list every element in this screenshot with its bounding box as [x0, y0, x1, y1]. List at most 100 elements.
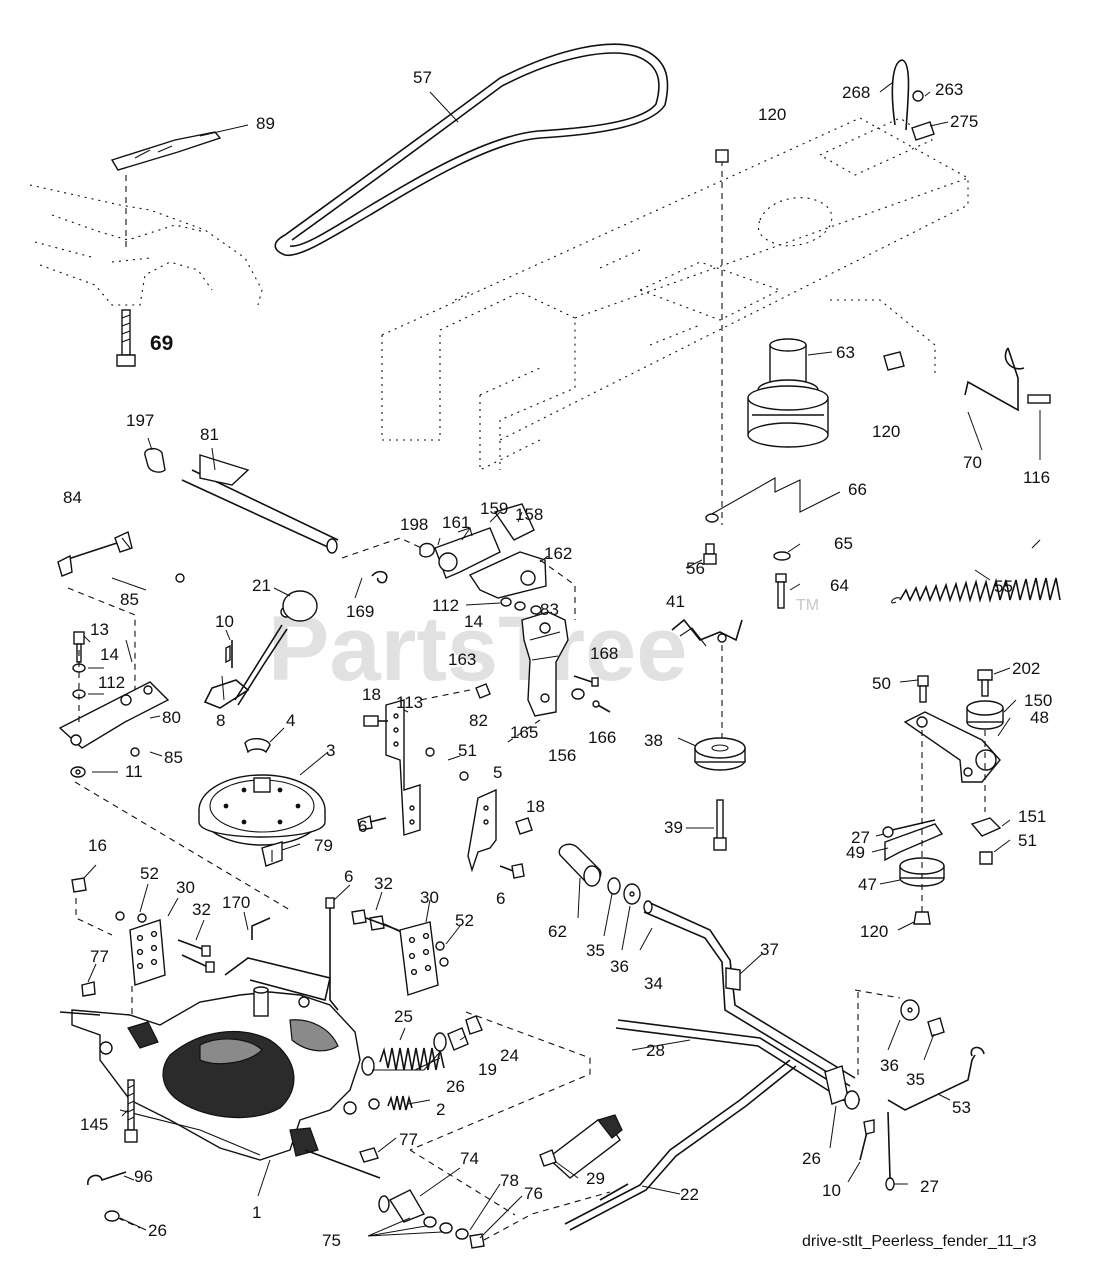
part-120a-nut	[715, 149, 729, 163]
callout-62: 62	[548, 922, 567, 941]
part-41-bracket	[671, 618, 743, 647]
callout-30: 30	[176, 878, 195, 897]
callout-263: 263	[935, 80, 963, 99]
callout-32: 32	[192, 900, 211, 919]
callout-75: 75	[322, 1231, 341, 1250]
part-30a-plate	[129, 919, 166, 986]
callout-150: 150	[1024, 691, 1052, 710]
part-81-shift-rod	[181, 447, 339, 554]
part-39-bolt	[713, 799, 727, 851]
part-26a-washers	[361, 1032, 447, 1076]
part-34-shaft	[639, 900, 856, 1087]
part-26c-washer	[104, 1210, 141, 1229]
callout-4: 4	[286, 711, 295, 730]
callout-275: 275	[950, 112, 978, 131]
callout-36: 36	[880, 1056, 899, 1075]
callout-47: 47	[858, 875, 877, 894]
callout-69: 69	[150, 332, 173, 355]
part-197-bushing	[144, 437, 166, 473]
part-38-pulley	[694, 737, 746, 771]
part-2-spring	[368, 1094, 413, 1111]
part-150-spacer	[966, 700, 1004, 730]
callout-89: 89	[256, 114, 275, 133]
callout-52: 52	[455, 911, 474, 930]
part-48-idler-arm	[903, 711, 1001, 783]
part-28-rod	[615, 1019, 861, 1109]
part-64-bolt	[775, 573, 787, 609]
callout-79: 79	[314, 836, 333, 855]
part-52a-bolts	[115, 911, 147, 923]
part-27b-pin	[885, 1111, 895, 1191]
callout-51: 51	[1018, 831, 1037, 850]
part-6c-rod	[325, 897, 339, 1011]
part-25-spring	[379, 1027, 445, 1071]
part-30b-plate	[399, 921, 439, 996]
leader-lines	[83, 543, 1017, 1239]
part-35a-washer	[607, 877, 621, 895]
part-166-bolt	[592, 700, 611, 713]
part-66-belt-guide	[705, 477, 841, 523]
callout-120: 120	[872, 422, 900, 441]
part-51a-nut	[425, 747, 469, 781]
callout-85: 85	[120, 590, 139, 609]
part-156-washer	[571, 688, 585, 700]
callout-82: 82	[469, 711, 488, 730]
part-24-nut	[465, 1015, 483, 1035]
part-65-washer	[773, 551, 791, 561]
callout-10: 10	[215, 612, 234, 631]
callout-151: 151	[1018, 807, 1046, 826]
callout-85: 85	[164, 748, 183, 767]
callout-74: 74	[460, 1149, 479, 1168]
callout-76: 76	[524, 1184, 543, 1203]
callout-26: 26	[446, 1077, 465, 1096]
callout-120: 120	[758, 105, 786, 124]
part-80-bracket	[58, 681, 170, 749]
callout-14: 14	[464, 612, 483, 631]
part-37-tab	[725, 967, 741, 991]
part-21-knob	[273, 587, 318, 622]
callout-64: 64	[830, 576, 849, 595]
callout-159: 159	[480, 499, 508, 518]
callout-78: 78	[500, 1171, 519, 1190]
callout-96: 96	[134, 1167, 153, 1186]
part-112a-14a-washers	[465, 597, 542, 615]
part-62-bushing	[558, 843, 602, 887]
callout-51: 51	[458, 741, 477, 760]
part-79-fan	[261, 841, 283, 867]
callout-55: 55	[994, 577, 1013, 596]
part-77a-key	[81, 981, 96, 997]
callout-35: 35	[586, 941, 605, 960]
callout-8: 8	[216, 711, 225, 730]
part-168-bolt	[573, 675, 599, 687]
callout-77: 77	[90, 947, 109, 966]
callout-53: 53	[952, 1098, 971, 1117]
callout-1: 1	[252, 1203, 261, 1222]
part-32a-bolts	[177, 939, 215, 973]
callout-116: 116	[1023, 468, 1050, 487]
callout-63: 63	[836, 343, 855, 362]
callout-52: 52	[140, 864, 159, 883]
part-74-spacer	[378, 1189, 426, 1223]
callout-28: 28	[646, 1041, 665, 1060]
callout-27: 27	[920, 1177, 939, 1196]
callout-16: 16	[88, 836, 107, 855]
watermark-trademark: TM	[796, 597, 819, 614]
part-113-bracket	[385, 699, 421, 836]
part-6a-bolt	[357, 815, 387, 831]
callout-170: 170	[222, 893, 250, 912]
callout-56: 56	[686, 559, 705, 578]
part-29-grip	[539, 1114, 623, 1179]
callout-labels: 57 89 69 120 268 263 275 63 120 70 116 1…	[63, 68, 1052, 1250]
callout-83: 83	[540, 600, 559, 619]
callout-112: 112	[432, 596, 459, 615]
part-36b-washer	[900, 999, 920, 1021]
part-35b-nut	[927, 1017, 945, 1037]
part-50-bolt	[917, 675, 929, 703]
callout-21: 21	[252, 576, 271, 595]
callout-80: 80	[162, 708, 181, 727]
part-6b-bolt	[499, 863, 525, 879]
part-69-bolt	[116, 309, 136, 367]
callout-166: 166	[588, 728, 616, 747]
part-120c-nut	[913, 911, 931, 925]
